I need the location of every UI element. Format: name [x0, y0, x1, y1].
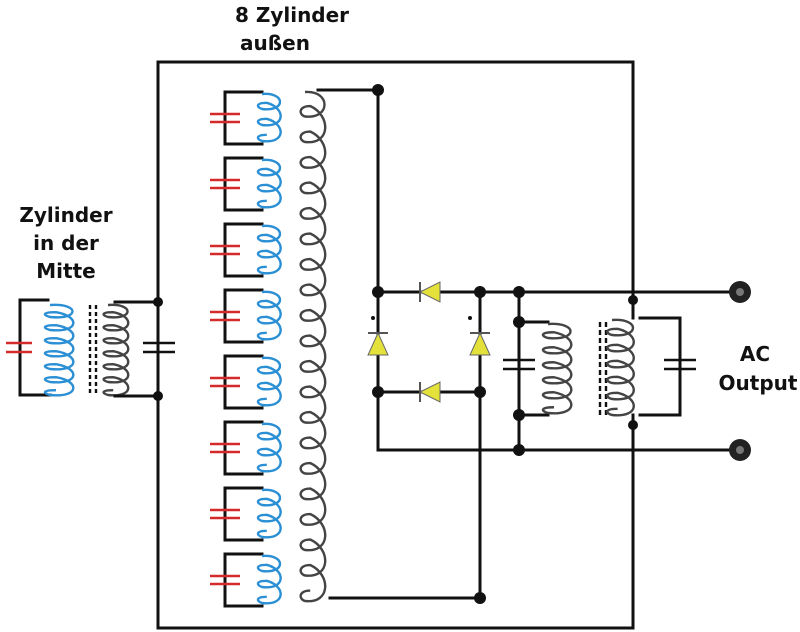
terminal-hole	[736, 288, 744, 296]
unit-loop-wire	[223, 420, 264, 476]
rectifier-bridge	[367, 281, 742, 452]
diode-top	[418, 281, 441, 303]
coil-turns	[102, 303, 130, 397]
diode-body	[418, 281, 441, 303]
terminal-hole	[736, 446, 744, 454]
junction-dot	[513, 444, 525, 456]
unit-coil	[256, 488, 282, 539]
ac-output-label-2: Output	[719, 371, 798, 395]
center-cylinder-label-1: Zylinder	[19, 203, 112, 227]
junction-dot	[474, 592, 486, 604]
outer-cylinders	[210, 90, 282, 608]
junction-dot	[153, 297, 163, 307]
outer-cylinders-label: 8 Zylinder	[235, 3, 349, 27]
junction-dot	[153, 391, 163, 401]
outer-cylinders-label-2: außen	[240, 31, 310, 55]
diode-bottom	[418, 381, 441, 403]
unit-coil	[256, 224, 282, 275]
diode-body	[469, 331, 491, 356]
outer-cylinder-unit	[210, 90, 282, 146]
unit-coil	[256, 92, 282, 143]
diode-body	[418, 381, 441, 403]
unit-loop-wire	[223, 288, 264, 344]
output-secondary-coil	[606, 318, 635, 417]
ac-output-terminal-top[interactable]	[729, 281, 751, 303]
outer-cylinder-unit	[210, 222, 282, 278]
unit-coil	[256, 422, 282, 473]
junction-dot	[372, 84, 384, 96]
center-secondary-wire	[113, 300, 160, 398]
ac-output-label-1: AC	[740, 342, 770, 366]
junction-dot	[474, 286, 486, 298]
coil-turns	[43, 303, 75, 397]
center-primary-loop	[18, 298, 52, 397]
unit-loop-wire	[223, 552, 264, 608]
center-cylinder-label-3: Mitte	[36, 259, 95, 283]
outer-cylinder-unit	[210, 354, 282, 410]
outer-cylinder-unit	[210, 486, 282, 542]
series-bottom-wire	[328, 290, 482, 600]
junction-dot	[513, 316, 525, 328]
unit-coil	[256, 356, 282, 407]
outer-cylinder-unit	[210, 552, 282, 608]
unit-loop-wire	[223, 222, 264, 278]
junction-dot	[372, 286, 384, 298]
unit-coil	[256, 290, 282, 341]
coil-turns	[299, 90, 327, 603]
center-primary-coil	[43, 303, 75, 397]
frame-wire-bottom	[156, 396, 635, 630]
center-cylinder	[6, 297, 175, 401]
junction-dot	[513, 409, 525, 421]
ac-output-terminal-bottom[interactable]	[729, 439, 751, 461]
output-primary-coil	[541, 322, 573, 415]
unit-loop-wire	[223, 90, 264, 146]
center-secondary-coil	[102, 303, 130, 397]
outer-cylinder-unit	[210, 420, 282, 476]
diode-right	[469, 331, 491, 356]
series-secondary-coil	[299, 90, 327, 603]
junction-dot	[513, 286, 525, 298]
coil-turns	[606, 318, 635, 417]
unit-loop-wire	[223, 486, 264, 542]
outer-cylinder-unit	[210, 156, 282, 212]
diode-left	[367, 331, 389, 356]
unit-coil	[256, 554, 282, 605]
unit-loop-wire	[223, 156, 264, 212]
diode-body	[367, 331, 389, 356]
unit-loop-wire	[223, 354, 264, 410]
series-top-wire	[316, 88, 380, 294]
junction-dot	[468, 316, 472, 320]
outer-cylinder-unit	[210, 288, 282, 344]
frame-wire	[156, 60, 635, 302]
output-transformer	[503, 286, 696, 456]
center-cylinder-label-2: in der	[33, 231, 99, 255]
junction-dot	[371, 316, 375, 320]
output-secondary-loop	[638, 316, 682, 417]
unit-coil	[256, 158, 282, 209]
junction-dot	[372, 386, 384, 398]
junction-dot	[474, 386, 486, 398]
coil-turns	[541, 322, 573, 415]
